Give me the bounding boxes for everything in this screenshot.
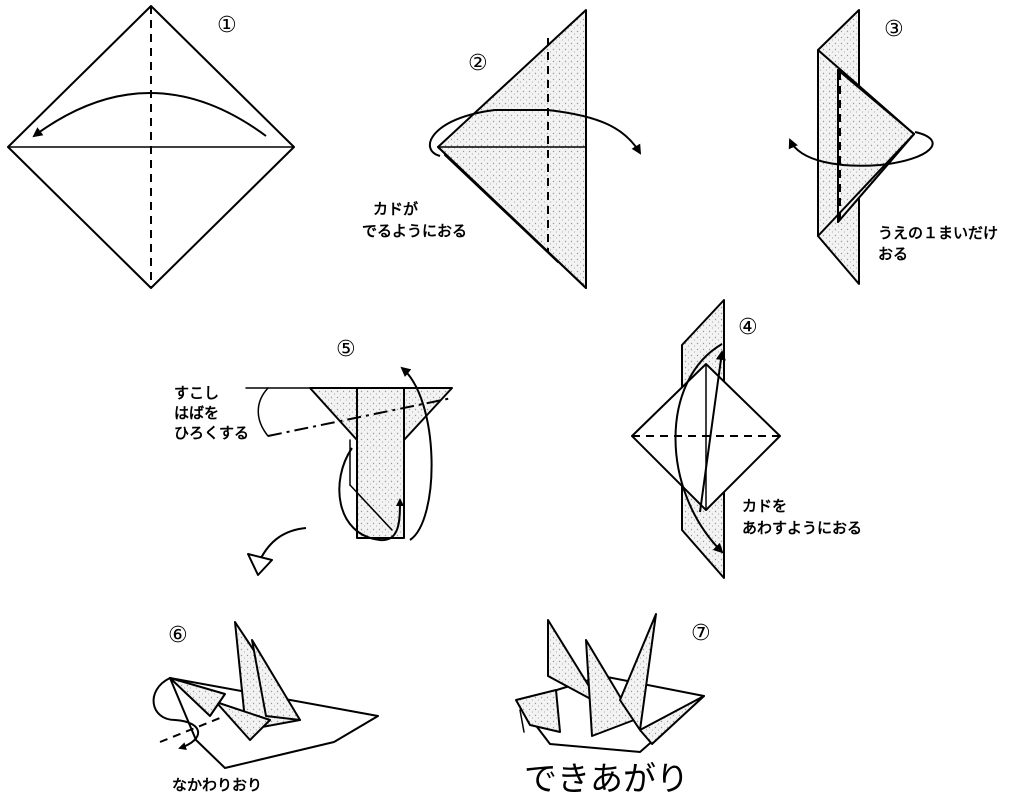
step-7-figure <box>515 613 705 753</box>
fold-arrow-icon <box>32 92 267 138</box>
step-3-figure <box>788 9 934 285</box>
step-5-note-line3: ひろくする <box>174 424 249 442</box>
step-1-figure <box>7 5 295 289</box>
step-6-note: なかわりおり <box>172 776 262 794</box>
step-2-number: ② <box>468 51 488 76</box>
step-3-note-line2: おる <box>878 245 908 263</box>
step-5-number: ⑤ <box>336 337 356 362</box>
fold-arrow-icon <box>259 527 307 561</box>
step-5-figure <box>245 366 453 576</box>
step-7-number: ⑦ <box>691 621 711 646</box>
step-2-note-line1: カドが <box>373 200 419 218</box>
turn-over-arrow-icon <box>429 109 640 156</box>
step-4-figure <box>631 299 781 579</box>
fold-arrow-icon <box>400 366 433 541</box>
turn-over-arrow-icon <box>152 677 200 750</box>
step-3-note-line1: うえの１まいだけ <box>878 224 998 242</box>
step-2-figure <box>429 9 640 289</box>
step-2-note-line2: でるようにおる <box>362 222 467 240</box>
step-1-number: ① <box>217 13 237 38</box>
turn-over-arrow-icon <box>788 131 934 167</box>
step-5-note-line1: すこし <box>174 384 219 402</box>
step-5-note-line2: はばを <box>174 404 219 422</box>
fold-arrow-icon <box>674 343 724 554</box>
step-6-number: ⑥ <box>168 623 188 648</box>
step-3-number: ③ <box>884 17 904 42</box>
step-4-note-line1: カドを <box>742 497 787 515</box>
step-4-note-line2: あわすようにおる <box>742 519 862 537</box>
fold-arrow-icon <box>338 447 404 542</box>
step-4-number: ④ <box>738 315 758 340</box>
final-label: できあがり <box>524 759 689 798</box>
step-6-figure <box>152 621 379 769</box>
